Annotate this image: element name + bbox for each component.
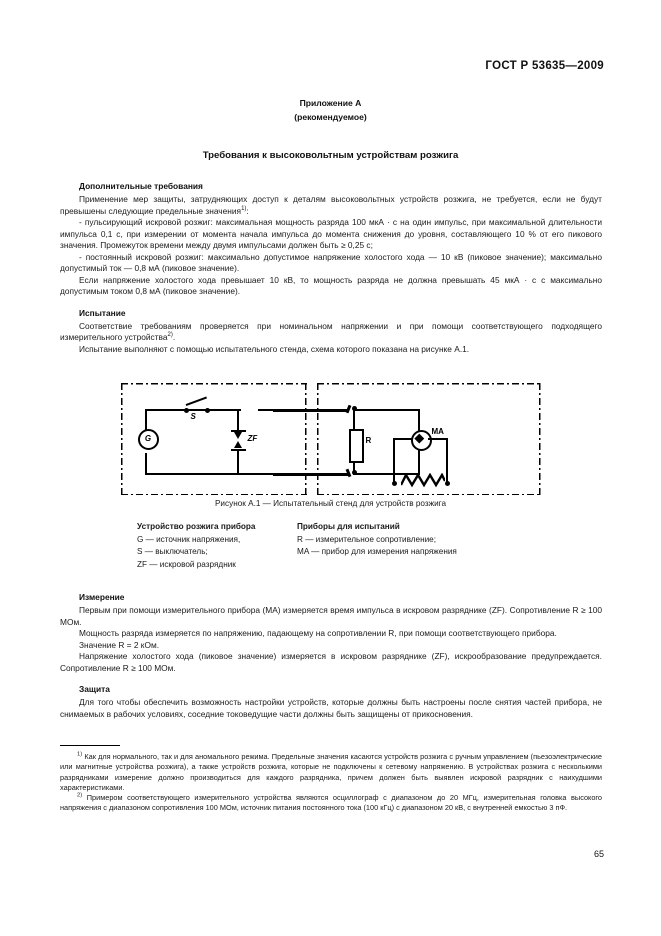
wire-top-right-rail <box>352 409 420 412</box>
paragraph-bullet-constant: - постоянный искровой розжиг: максимальн… <box>60 251 602 274</box>
wire-top-left <box>144 409 241 412</box>
legend-item-s: S — выключатель; <box>137 547 208 557</box>
wire-ma-top <box>417 409 420 431</box>
intro-tail: : <box>246 205 249 216</box>
wire-ma-bottom <box>417 447 420 475</box>
annex-title: Требования к высоковольтным устройствам … <box>202 150 459 161</box>
footnote-1-text: Как для нормального, так и для аномально… <box>60 752 602 792</box>
paragraph-test-conformity: Соответствие требованиям проверяется при… <box>60 321 602 344</box>
wire-link-bottom <box>272 473 349 476</box>
paragraph-measure-2: Мощность разряда измеряется по напряжени… <box>79 628 557 639</box>
paragraph-measure-1: Первым при помощи измерительного прибора… <box>60 605 602 627</box>
wire-bottom-right-rail <box>352 473 420 476</box>
footnote-ref-1: 1) <box>241 205 247 212</box>
wire-left-lower <box>144 453 147 475</box>
footnote-1-mark: 1) <box>77 751 83 758</box>
symbol-meter <box>410 430 432 451</box>
figure-caption: Рисунок А.1 — Испытательный стенд для ус… <box>214 499 447 508</box>
section-heading-additional-requirements: Дополнительные требования <box>79 181 203 191</box>
section-heading-protection: Защита <box>79 684 110 695</box>
wire-zf-lower <box>236 451 239 475</box>
wire-probe-right <box>445 438 448 483</box>
paragraph-bullet-pulsing: - пульсирующий искровой розжиг: максимал… <box>60 217 602 251</box>
figure-a1: G S ZF R <box>0 383 661 495</box>
legend-column-instruments: Приборы для испытаний R — измерительное … <box>297 521 457 571</box>
zigzag-symbol <box>400 473 445 488</box>
wire-r-upper <box>352 409 355 431</box>
footnote-2: 2) Примером соответствующего измерительн… <box>60 793 602 814</box>
annex-label: Приложение А <box>299 98 362 108</box>
label-meter: MA <box>431 427 444 436</box>
switch-contact-right <box>204 408 210 413</box>
wire-probe-left <box>392 438 395 483</box>
footnote-2-text: Примером соответствующего измерительного… <box>60 793 603 813</box>
paragraph-test-bench: Испытание выполняют с помощью испытатель… <box>79 344 470 355</box>
legend-head-instruments: Приборы для испытаний <box>297 522 400 531</box>
wire-link-top <box>272 409 349 412</box>
legend-column-device: Устройство розжига прибора G — источник … <box>137 521 297 571</box>
wire-bottom-left <box>144 473 340 476</box>
paragraph-protection-1: Для того чтобы обеспечить возможность на… <box>60 697 602 719</box>
standard-header: ГОСТ Р 53635—2009 <box>485 60 604 72</box>
legend-head-device: Устройство розжига прибора <box>137 522 256 531</box>
page-number: 65 <box>593 849 604 859</box>
footnote-block: 1) Как для нормального, так и для аномал… <box>60 745 602 814</box>
symbol-resistor <box>348 429 364 463</box>
node-top-right <box>351 406 357 411</box>
paragraph-measure-4: Напряжение холостого хода (пиковое значе… <box>60 651 602 673</box>
circuit-diagram: G S ZF R <box>120 383 541 495</box>
sparkgap-arrow-up <box>233 441 242 448</box>
legend-item-r: R — измерительное сопротивление; <box>297 535 437 545</box>
legend-item-g: G — источник напряжения, <box>137 535 241 545</box>
measurement-protection-block: Измерение Первым при помощи измерительно… <box>60 592 602 720</box>
main-text-block: Дополнительные требования Применение мер… <box>60 181 602 356</box>
annex-status: (рекомендуемое) <box>294 111 367 122</box>
terminal-right <box>444 481 450 486</box>
sparkgap-arrow-down <box>233 432 242 439</box>
wire-probe-right-top <box>427 438 448 441</box>
figure-legend: Устройство розжига прибора G — источник … <box>137 521 567 571</box>
test-text: Соответствие требованиям проверяется при… <box>60 320 602 343</box>
paragraph-measure-3: Значение R = 2 кОм. <box>79 639 160 650</box>
footnote-1: 1) Как для нормального, так и для аномал… <box>60 752 602 793</box>
wire-probe-left-top <box>392 438 413 441</box>
label-resistor: R <box>365 436 372 445</box>
wire-left-upper <box>144 409 147 436</box>
terminal-left <box>391 481 397 486</box>
wire-r-lower <box>352 461 355 474</box>
label-switch: S <box>190 412 196 421</box>
annex-heading: Приложение А (рекомендуемое) <box>0 97 661 124</box>
footnote-ref-2: 2) <box>167 332 173 339</box>
intro-text: Применение мер защиты, затрудняющих дост… <box>60 194 602 216</box>
legend-item-zf: ZF — искровой разрядник <box>137 559 236 569</box>
symbol-voltage-source: G <box>137 429 159 450</box>
footnote-separator <box>60 745 120 746</box>
section-heading-measurement: Измерение <box>79 592 125 602</box>
test-tail: . <box>172 332 176 343</box>
paragraph-open-circuit-voltage: Если напряжение холостого хода превышает… <box>60 274 602 297</box>
paragraph-intro: Применение мер защиты, затрудняющих дост… <box>60 194 602 217</box>
sparkgap-bar-bottom <box>230 449 246 452</box>
sparkgap-bar-top <box>230 430 246 433</box>
wire-zf-upper <box>236 409 239 431</box>
section-heading-test: Испытание <box>79 307 126 318</box>
switch-contact-left <box>183 408 189 413</box>
label-spark-gap: ZF <box>247 434 258 443</box>
legend-item-ma: MA — прибор для измерения напряжения <box>297 547 457 557</box>
footnote-2-mark: 2) <box>77 792 83 799</box>
